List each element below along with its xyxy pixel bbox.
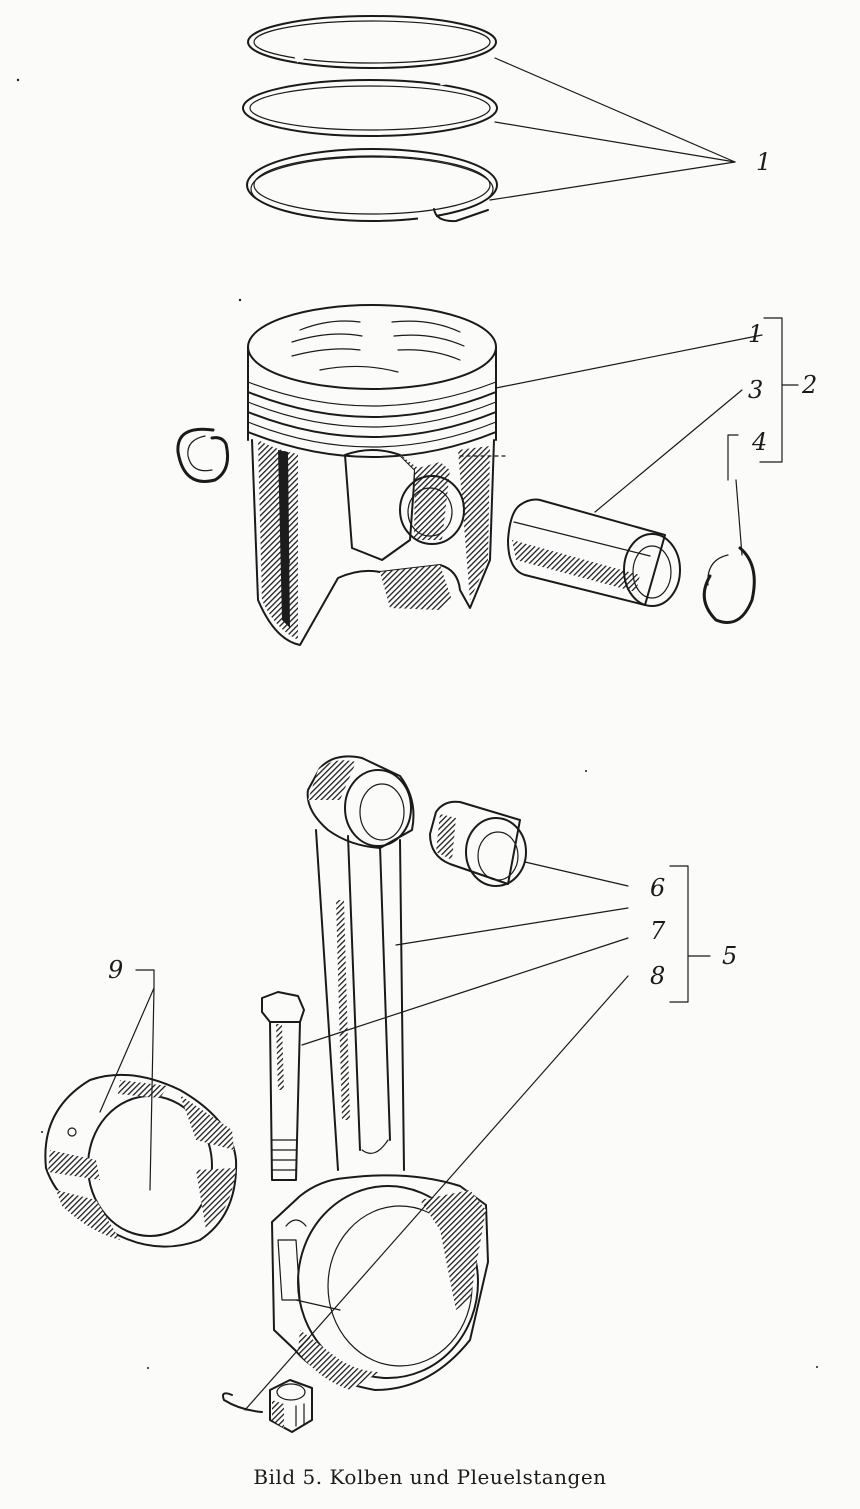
- connecting-rod: [222, 755, 711, 1433]
- circlip-right: [702, 479, 756, 624]
- bracket-2: [495, 317, 799, 481]
- split-pin: [222, 1392, 263, 1413]
- callout-4: 4: [752, 428, 768, 456]
- callout-6: 6: [650, 874, 666, 902]
- callout-7: 7: [650, 917, 666, 945]
- callout-1-rings: 1: [756, 148, 772, 176]
- small-end-bushing: [429, 800, 527, 887]
- leader-lines-1: [489, 57, 736, 201]
- callout-2: 2: [802, 371, 818, 399]
- piston-ring-middle: [242, 76, 498, 137]
- callout-8: 8: [650, 962, 666, 990]
- circlip-left: [176, 427, 230, 483]
- castle-nut: [269, 1379, 313, 1433]
- callout-9: 9: [108, 956, 124, 984]
- piston-crown-shading: [291, 320, 465, 373]
- figure-caption: Bild 5. Kolben und Pleuelstangen: [253, 1465, 607, 1489]
- bearing-shells: [44, 969, 238, 1248]
- paper-specks: [16, 78, 818, 1369]
- piston-ring-top: [247, 15, 497, 69]
- piston-pin: [507, 389, 743, 607]
- rod-bolt: [261, 991, 305, 1181]
- callout-3: 3: [748, 376, 764, 404]
- piston: [247, 304, 506, 646]
- piston-rings: [242, 15, 736, 224]
- piston-ring-bottom: [246, 148, 498, 224]
- callout-1-piston: 1: [748, 320, 764, 348]
- callout-5: 5: [722, 942, 738, 970]
